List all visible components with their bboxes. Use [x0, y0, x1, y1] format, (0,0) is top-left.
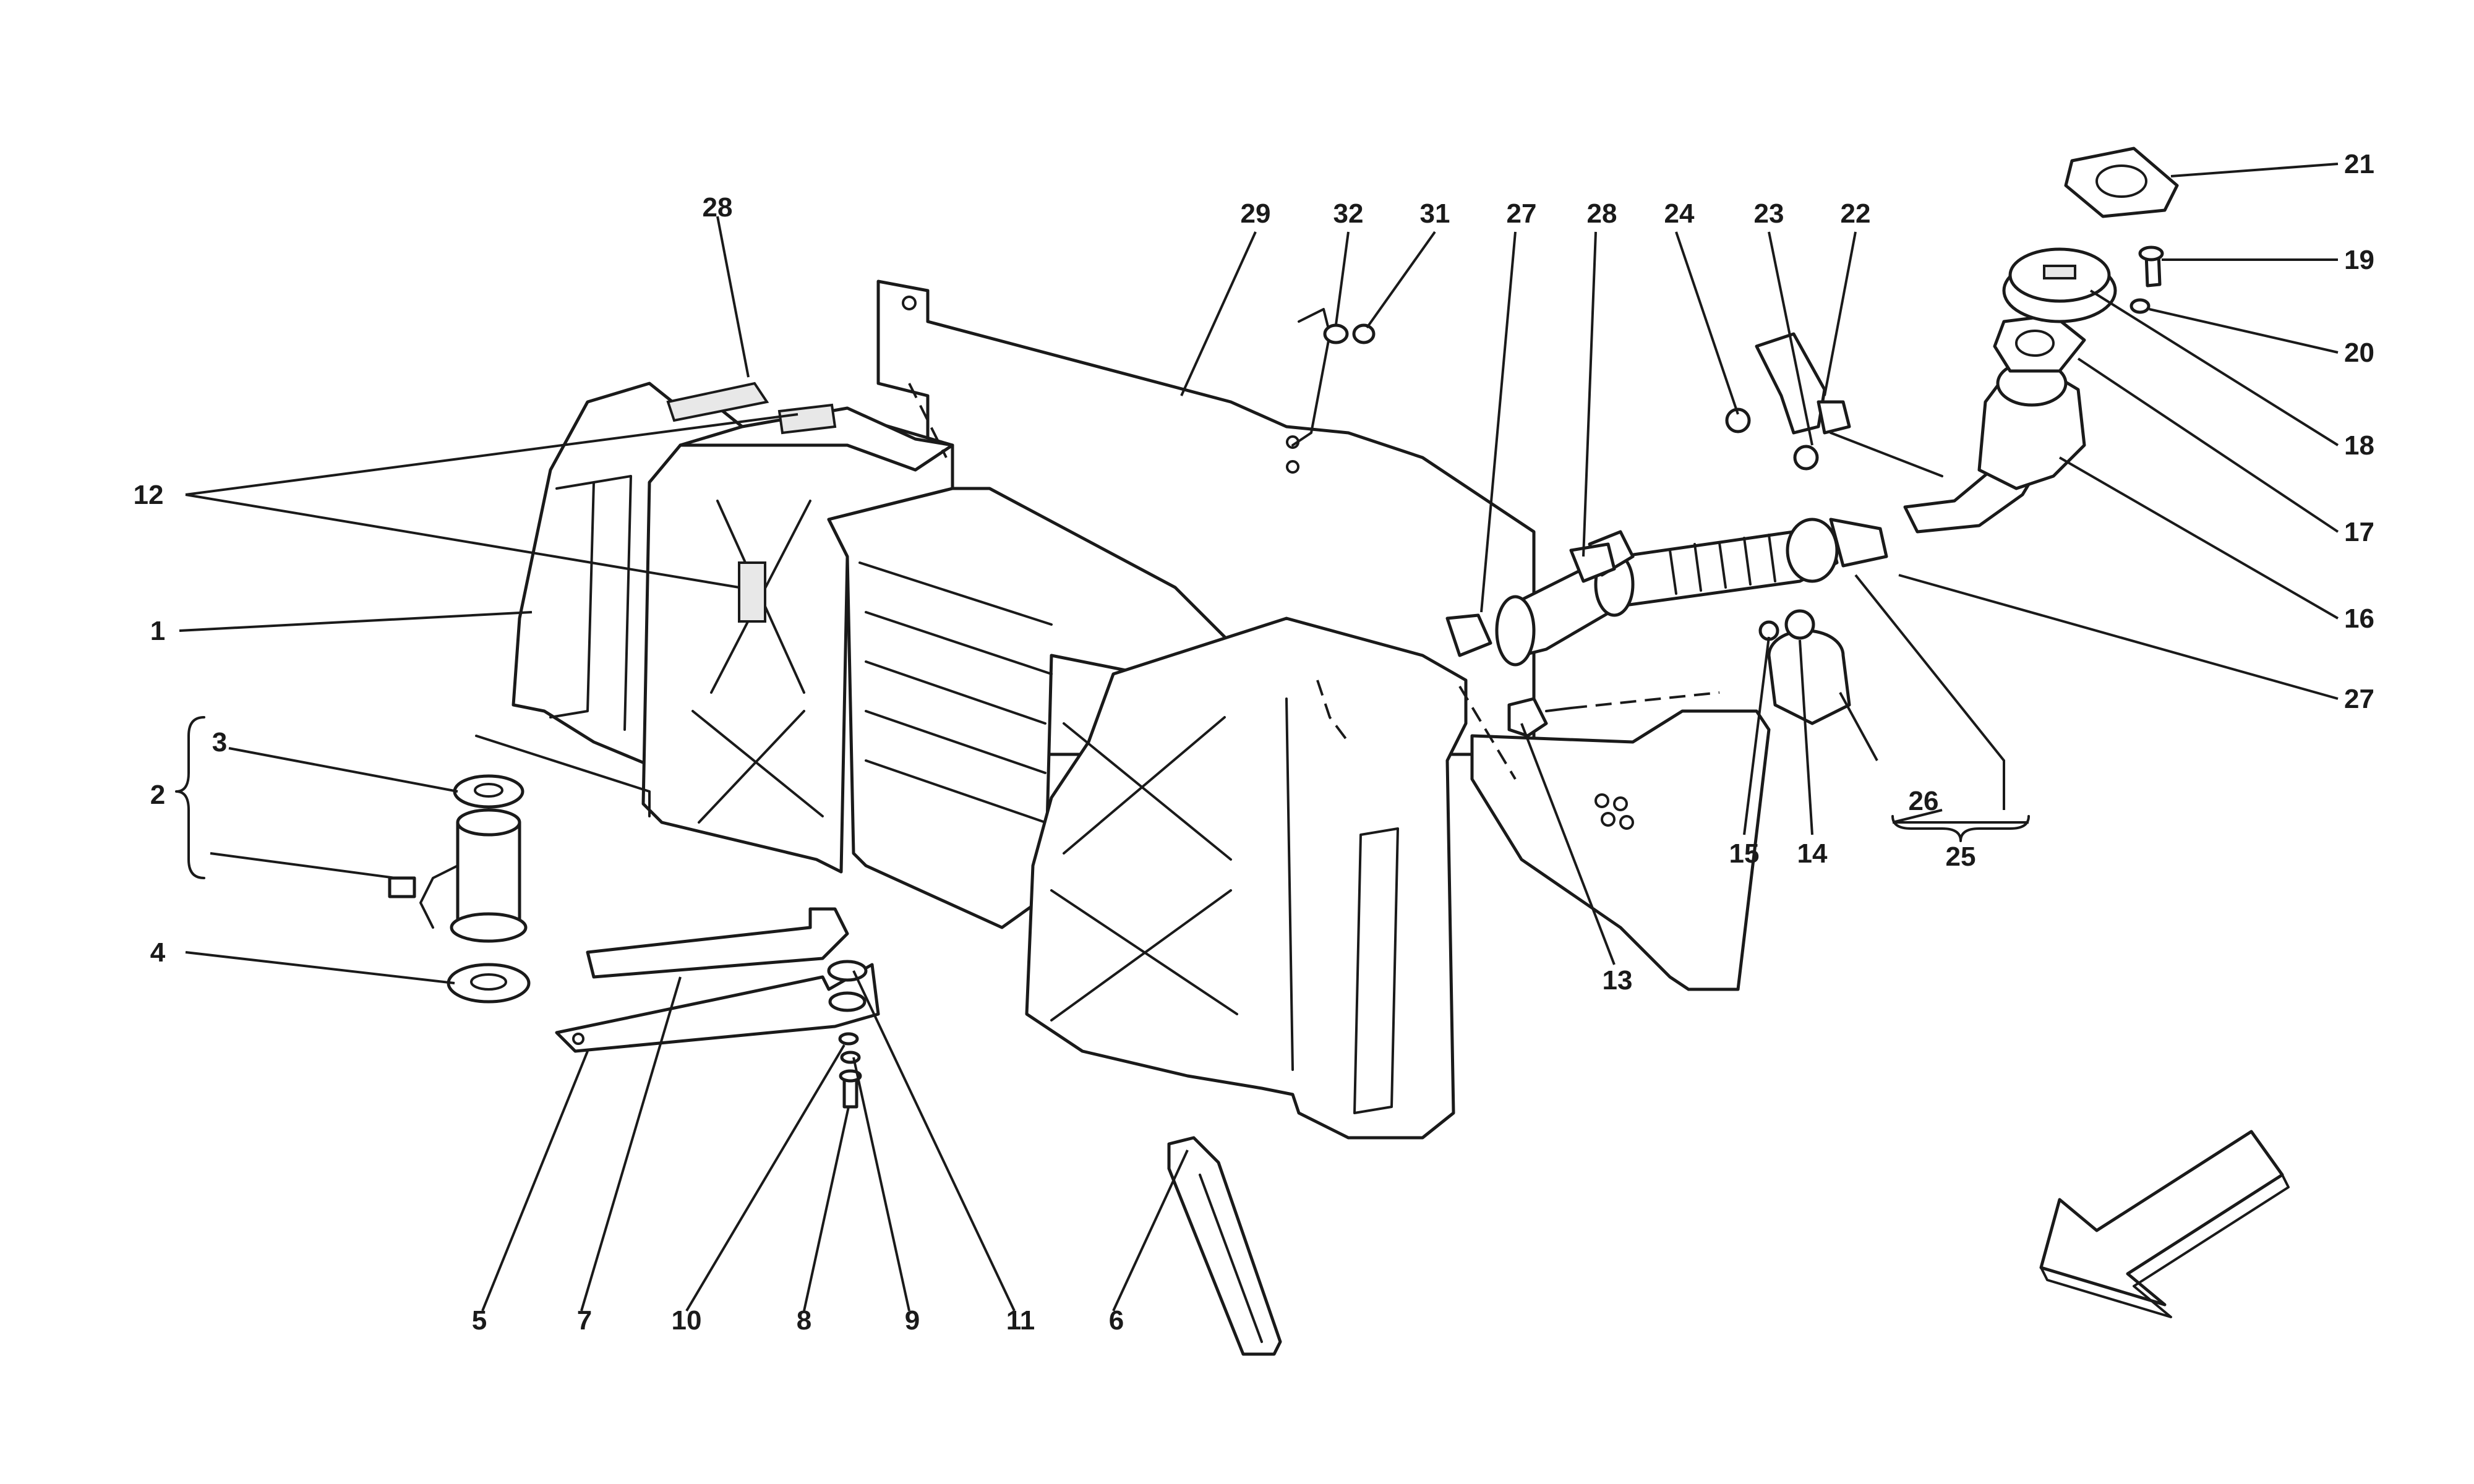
callout-8: 8 — [797, 1305, 811, 1336]
callout-5: 5 — [472, 1305, 487, 1336]
tank-strap-upper — [586, 907, 849, 979]
callout-29: 28 — [703, 192, 733, 223]
leader-lines — [179, 163, 2339, 1312]
callout-labels: 28 29 32 31 27 28 24 23 22 21 19 20 18 1… — [134, 149, 2374, 1336]
callout-25: 25 — [1946, 842, 1976, 872]
callout-2: 2 — [150, 780, 165, 810]
callout-32: 32 — [1333, 198, 1364, 229]
callout-4: 4 — [150, 937, 166, 968]
callout-20: 20 — [2344, 338, 2374, 368]
callout-22: 22 — [1841, 198, 1871, 229]
hose-clip-28 — [1569, 542, 1616, 583]
callout-27-right: 27 — [2344, 684, 2374, 714]
callout-9: 9 — [905, 1305, 920, 1336]
callout-12: 12 — [134, 480, 164, 510]
callout-11: 11 — [1006, 1305, 1035, 1336]
callout-23: 23 — [1754, 198, 1784, 229]
front-direction-arrow-icon — [2039, 1130, 2290, 1318]
ref-line — [1458, 685, 1517, 780]
callout-7: 7 — [577, 1305, 592, 1336]
fuel-pump-assembly — [388, 735, 651, 1004]
callout-14: 14 — [1797, 838, 1828, 869]
callout-18: 18 — [2344, 430, 2374, 461]
ref-line — [1316, 680, 1350, 743]
group-brace-25 — [1891, 815, 2030, 842]
callout-28: 28 — [1587, 198, 1617, 229]
callout-17: 17 — [2344, 517, 2374, 547]
fuel-tank — [511, 382, 1468, 1140]
callout-13: 13 — [1603, 965, 1633, 996]
callout-3: 3 — [212, 727, 227, 757]
callout-15: 15 — [1729, 838, 1760, 869]
rear-mounting-bracket — [1470, 709, 1771, 991]
tank-strap-lower — [555, 963, 880, 1053]
callout-26: 26 — [1909, 786, 1939, 816]
callout-16: 16 — [2344, 603, 2374, 634]
callout-24: 24 — [1664, 198, 1695, 229]
ref-line — [908, 383, 948, 458]
callout-31: 31 — [1420, 198, 1450, 229]
mounting-clip-31-32 — [1291, 308, 1376, 446]
callout-21: 21 — [2344, 149, 2374, 179]
filler-neck-assembly — [1445, 147, 2179, 738]
strap-hardware — [827, 960, 868, 1109]
callout-6: 6 — [1109, 1305, 1124, 1336]
callout-1: 1 — [150, 616, 165, 646]
callout-27-top: 27 — [1507, 198, 1537, 229]
group-brace-2 — [175, 716, 205, 879]
callout-30: 29 — [1241, 198, 1271, 229]
callout-10: 10 — [672, 1305, 702, 1336]
callout-19: 19 — [2344, 245, 2374, 275]
strap-bracket-6 — [1167, 1136, 1282, 1356]
